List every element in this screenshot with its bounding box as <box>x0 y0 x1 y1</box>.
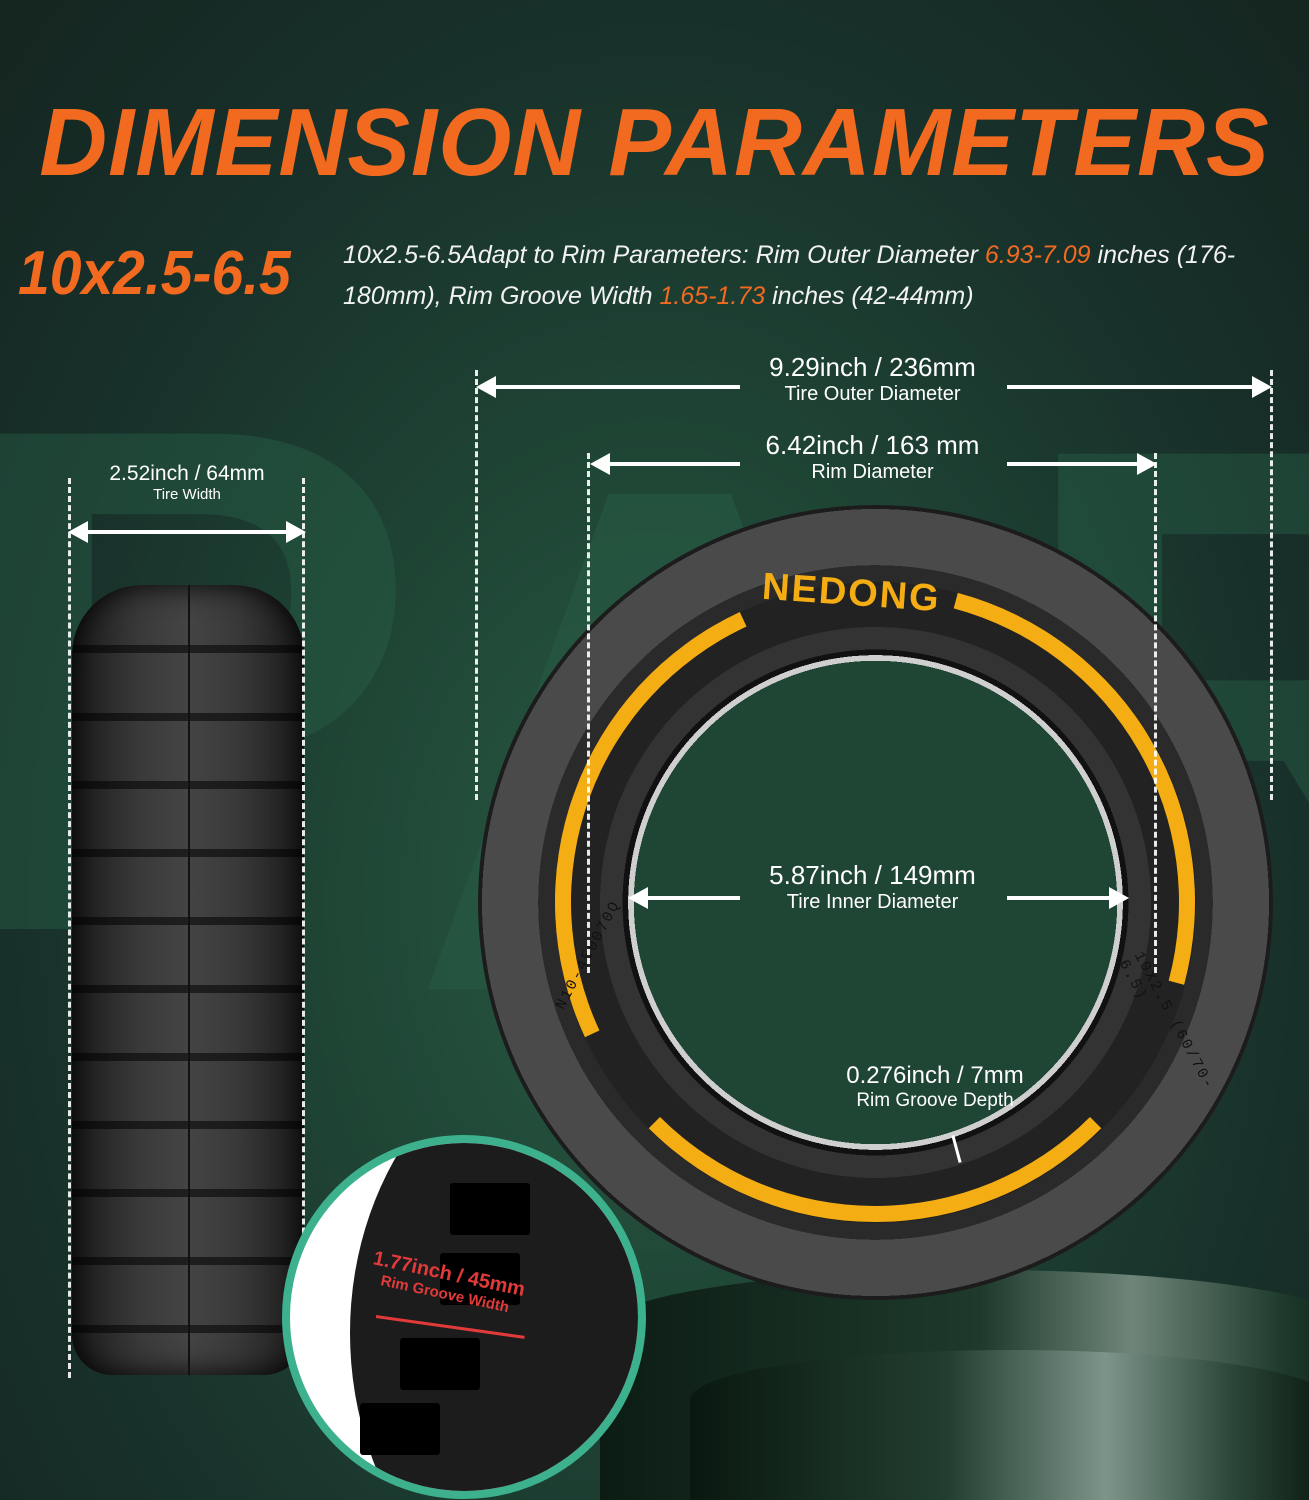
tire-size-badge: 10x2.5-6.5 <box>18 239 291 308</box>
dimension-caption: Rim Groove Depth <box>856 1090 1014 1111</box>
dimension-value: 9.29inch / 236mm <box>769 352 976 382</box>
rim-groove-detail-magnifier: 1.77inch / 45mm Rim Groove Width <box>282 1135 646 1499</box>
description-text: inches (42-44mm) <box>765 282 974 310</box>
rim-slot <box>440 1253 520 1305</box>
rim-outer-diameter-value: 6.93-7.09 <box>984 241 1091 269</box>
rim-slot <box>450 1183 530 1235</box>
inner-diameter-arrow-left <box>628 887 740 909</box>
rim-groove-depth-label: 0.276inch / 7mm Rim Groove Depth <box>815 1062 1055 1112</box>
description-text: 10x2.5-6.5Adapt to Rim Parameters: Rim O… <box>343 241 985 269</box>
description-text: inches (176-180mm), Rim Groove Width <box>343 241 1236 310</box>
rim-diameter-arrow-left <box>590 453 740 475</box>
dimension-value: 5.87inch / 149mm <box>769 860 976 890</box>
outer-diameter-arrow-left <box>476 376 740 398</box>
tire-width-label: 2.52inch / 64mm Tire Width <box>70 462 304 503</box>
rim-diameter-arrow-right <box>1007 453 1157 475</box>
rim-compatibility-description: 10x2.5-6.5Adapt to Rim Parameters: Rim O… <box>343 235 1293 317</box>
display-pedestal-top <box>690 1350 1309 1500</box>
outer-diameter-arrow-right <box>1007 376 1272 398</box>
dimension-guide-line <box>1154 453 1157 973</box>
dimension-guide-line <box>302 478 305 1378</box>
rim-slot <box>400 1338 480 1390</box>
dimension-guide-line <box>68 478 71 1378</box>
dimension-caption: Tire Width <box>153 486 221 503</box>
dimension-value: 2.52inch / 64mm <box>109 462 265 485</box>
dimension-value: 0.276inch / 7mm <box>846 1062 1024 1089</box>
dimension-guide-line <box>1270 370 1273 800</box>
dimension-guide-line <box>587 453 590 973</box>
dimension-caption: Tire Outer Diameter <box>784 383 961 405</box>
dimension-value: 6.42inch / 163 mm <box>765 430 980 460</box>
tire-inner-diameter-label: 5.87inch / 149mm Tire Inner Diameter <box>720 860 1025 914</box>
page-title: DIMENSION PARAMETERS <box>39 89 1270 196</box>
rim-slot <box>360 1403 440 1455</box>
tire-width-arrow <box>68 521 306 543</box>
inner-diameter-arrow-right <box>1007 887 1129 909</box>
rim-groove-width-value: 1.65-1.73 <box>659 282 766 310</box>
dimension-caption: Rim Diameter <box>811 461 934 483</box>
tire-outer-diameter-label: 9.29inch / 236mm Tire Outer Diameter <box>720 352 1025 406</box>
dimension-caption: Tire Inner Diameter <box>786 891 959 913</box>
dimension-guide-line <box>475 370 478 800</box>
rim-diameter-label: 6.42inch / 163 mm Rim Diameter <box>720 430 1025 484</box>
tire-side-view <box>72 585 304 1375</box>
